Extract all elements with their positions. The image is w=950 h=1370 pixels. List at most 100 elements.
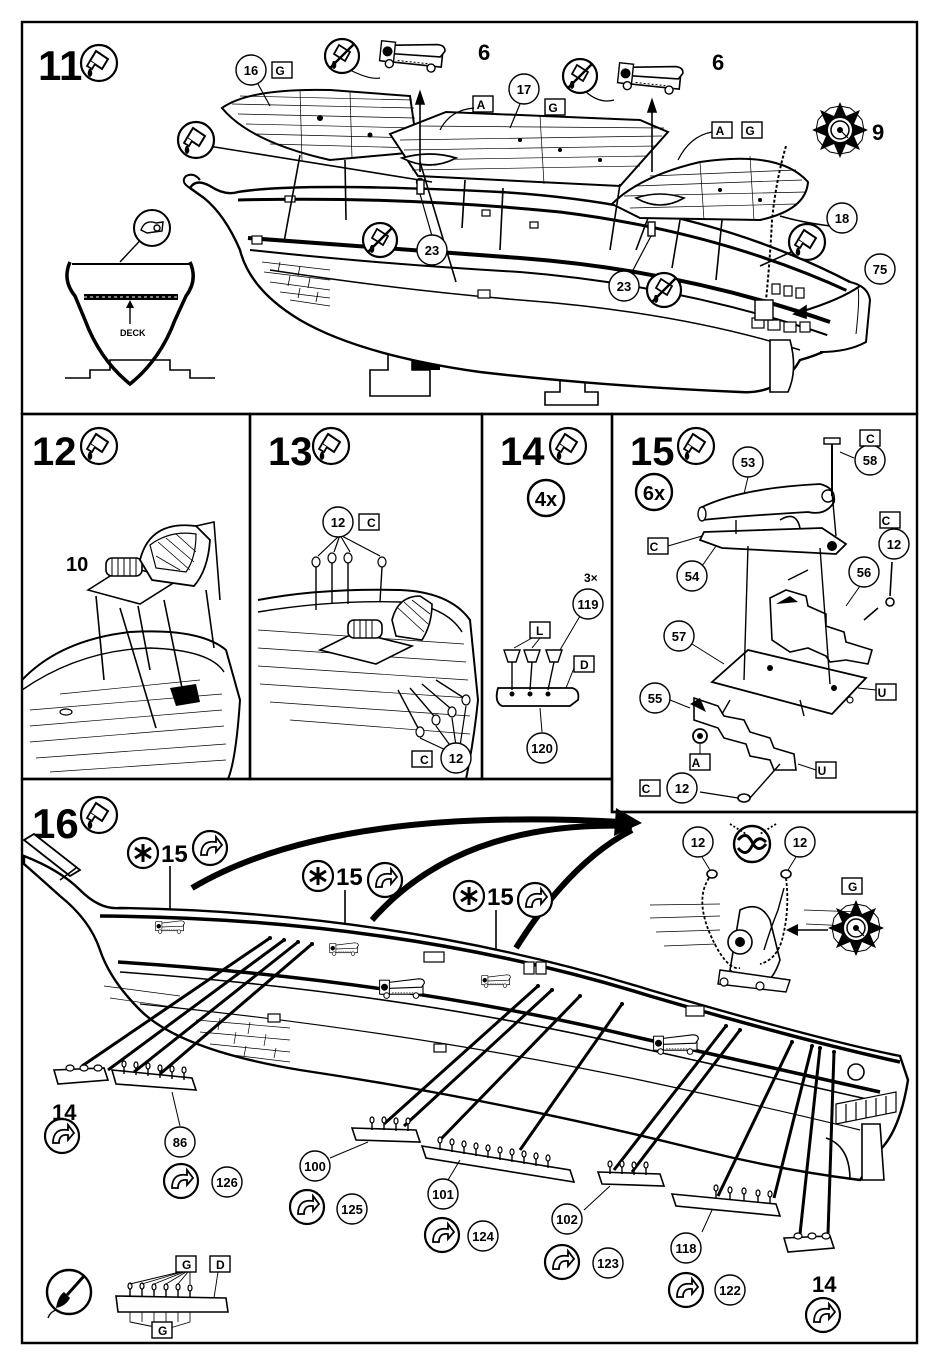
svg-text:6: 6 bbox=[712, 50, 724, 75]
svg-text:75: 75 bbox=[873, 262, 887, 277]
carriage-side-56 bbox=[770, 590, 872, 664]
cannon-barrel-53 bbox=[698, 484, 834, 521]
svg-text:G: G bbox=[182, 1258, 191, 1272]
svg-text:G: G bbox=[745, 124, 754, 138]
svg-text:15: 15 bbox=[336, 864, 363, 891]
svg-text:23: 23 bbox=[425, 243, 439, 258]
svg-text:17: 17 bbox=[517, 82, 531, 97]
glue-tube-icon bbox=[178, 122, 214, 158]
cannon-part-6-right: 6 bbox=[617, 50, 724, 95]
part-56-label: 56 bbox=[846, 557, 879, 606]
svg-text:C: C bbox=[650, 540, 659, 554]
part-58-pin: 58 C bbox=[824, 430, 885, 496]
glue-tube-icon bbox=[81, 45, 117, 81]
svg-text:101: 101 bbox=[432, 1187, 454, 1202]
pin-rail-120: L D bbox=[497, 622, 594, 706]
svg-text:119: 119 bbox=[578, 597, 599, 612]
glue-tube-icon bbox=[313, 428, 349, 464]
svg-text:12: 12 bbox=[793, 835, 807, 850]
svg-text:56: 56 bbox=[857, 565, 871, 580]
svg-text:A: A bbox=[716, 124, 725, 138]
belaying-pins-top: 12 C bbox=[312, 507, 386, 610]
svg-text:C: C bbox=[420, 753, 429, 767]
svg-text:53: 53 bbox=[741, 455, 755, 470]
step-13: 13 bbox=[258, 428, 478, 779]
part-23-aft-label: 23 bbox=[609, 271, 639, 301]
color-code-U-57: U bbox=[858, 684, 896, 700]
svg-text:U: U bbox=[818, 764, 827, 778]
svg-text:100: 100 bbox=[304, 1159, 326, 1174]
step-15: 15 6x 58 C bbox=[630, 428, 909, 803]
svg-text:12: 12 bbox=[331, 515, 345, 530]
svg-text:54: 54 bbox=[685, 569, 700, 584]
glue-tube-icon bbox=[550, 428, 586, 464]
svg-text:C: C bbox=[882, 514, 891, 528]
step-number: 11 bbox=[38, 42, 82, 89]
cannon-part-6-left: 6 bbox=[379, 39, 490, 74]
no-glue-icon bbox=[647, 273, 681, 307]
eye-bolt-12 bbox=[700, 764, 780, 802]
svg-text:C: C bbox=[866, 432, 875, 446]
color-code-A-G-aft: A G bbox=[678, 122, 762, 160]
color-code-A-55: A bbox=[690, 744, 710, 770]
svg-text:D: D bbox=[580, 658, 589, 672]
carriage-54 bbox=[700, 516, 846, 554]
svg-text:57: 57 bbox=[672, 629, 686, 644]
svg-text:12: 12 bbox=[691, 835, 705, 850]
pin-rail-100: 100 125 bbox=[290, 1117, 420, 1224]
no-glue-icon bbox=[363, 223, 397, 257]
paint-legend: G D G bbox=[47, 1256, 230, 1338]
part-12-eyebolt-label-right: C 12 bbox=[879, 512, 909, 559]
svg-text:D: D bbox=[216, 1258, 225, 1272]
step-14: 14 4x L D 3× 119 120 bbox=[497, 428, 603, 763]
pin-rail-14-aft: 14 bbox=[784, 1233, 840, 1332]
svg-text:14: 14 bbox=[812, 1272, 837, 1297]
svg-text:U: U bbox=[878, 686, 887, 700]
svg-text:12: 12 bbox=[887, 537, 901, 552]
svg-text:102: 102 bbox=[556, 1212, 578, 1227]
svg-text:86: 86 bbox=[173, 1135, 187, 1150]
svg-text:G: G bbox=[275, 64, 284, 78]
svg-text:12: 12 bbox=[675, 781, 689, 796]
svg-text:58: 58 bbox=[863, 453, 877, 468]
svg-text:126: 126 bbox=[216, 1175, 238, 1190]
step-number: 12 bbox=[32, 430, 77, 474]
svg-text:125: 125 bbox=[341, 1202, 363, 1217]
part-57-label: 57 bbox=[664, 621, 724, 664]
assembly-lines bbox=[96, 590, 214, 728]
svg-text:122: 122 bbox=[719, 1283, 741, 1298]
glue-tube-icon bbox=[678, 428, 714, 464]
svg-text:124: 124 bbox=[472, 1229, 494, 1244]
part-119-label: 3× 119 bbox=[560, 571, 603, 650]
color-code-C-54: C bbox=[648, 536, 702, 554]
part-55-label: 55 bbox=[640, 683, 690, 713]
step-12: 12 10 bbox=[22, 428, 240, 779]
no-glue-icon bbox=[563, 59, 597, 93]
part-120-label: 120 bbox=[527, 708, 557, 763]
step-16: 16 15 15 15 bbox=[24, 797, 910, 1338]
svg-text:6: 6 bbox=[478, 40, 490, 65]
svg-text:9: 9 bbox=[872, 120, 884, 145]
part-53-label: 53 bbox=[733, 447, 763, 494]
pin-rail-14-fore: 14 bbox=[45, 1065, 108, 1153]
svg-text:55: 55 bbox=[648, 691, 662, 706]
svg-text:3×: 3× bbox=[584, 571, 598, 585]
deck-18 bbox=[612, 156, 808, 220]
svg-text:L: L bbox=[536, 624, 543, 638]
deck-16 bbox=[222, 90, 418, 160]
glue-tube-icon bbox=[789, 224, 825, 260]
rigging-knot-icon bbox=[730, 824, 776, 862]
no-glue-icon bbox=[325, 39, 359, 73]
svg-text:G: G bbox=[848, 880, 857, 894]
svg-text:123: 123 bbox=[597, 1256, 619, 1271]
part-75-label: 75 bbox=[865, 254, 895, 284]
paintbrush-icon bbox=[47, 1270, 91, 1318]
glue-tube-icon bbox=[81, 428, 117, 464]
step-11: 11 DECK bbox=[38, 39, 895, 405]
deck-17 bbox=[390, 112, 668, 186]
color-code-U-55: U bbox=[798, 762, 836, 778]
rigging-detail: 12 12 G bbox=[640, 824, 910, 1000]
svg-text:12: 12 bbox=[449, 751, 463, 766]
svg-text:C: C bbox=[642, 782, 651, 796]
